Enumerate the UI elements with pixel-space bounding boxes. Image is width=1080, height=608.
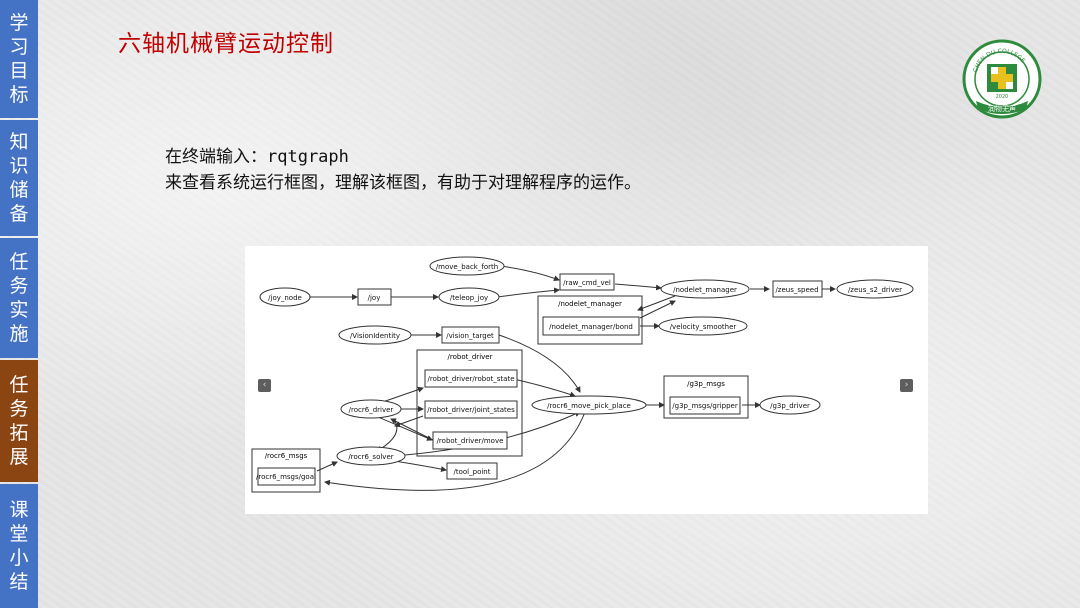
logo-year: 2020	[996, 94, 1009, 100]
logo-ribbon-text: 润物无声	[988, 104, 1016, 113]
node-rocr6-goal: /rocr6_msgs/goal	[256, 473, 316, 481]
node-move-back-forth: /move_back_forth	[436, 263, 498, 271]
group-g3p-msgs	[663, 375, 749, 419]
next-image-button[interactable]: ›	[900, 379, 913, 392]
instruction-line-2: 来查看系统运行框图，理解该框图，有助于对理解程序的运作。	[165, 173, 641, 193]
node-g3p-gripper: /g3p_msgs/gripper	[672, 402, 738, 410]
node-visionidentity: /VisionIdentity	[350, 332, 400, 340]
node-joint-states: /robot_driver/joint_states	[427, 406, 515, 414]
label-robot-driver-group: /robot_driver	[448, 353, 493, 361]
node-zeus-s2-driver: /zeus_s2_driver	[848, 286, 902, 294]
sidebar-item-knowledge[interactable]: 知识储备	[0, 120, 38, 236]
node-velocity-smoother: /velocity_smoother	[670, 323, 737, 331]
rqt-graph-figure: /nodelet_manager /robot_driver /g3p_msgs…	[245, 246, 928, 514]
sidebar-item-label: 知识储备	[9, 131, 29, 225]
sidebar-item-label: 任务实施	[9, 251, 29, 345]
node-robot-state: /robot_driver/robot_state	[428, 375, 515, 383]
label-nodelet-manager-group: /nodelet_manager	[558, 300, 622, 308]
node-vision-target: /vision_target	[446, 332, 494, 340]
sidebar-item-task-implementation[interactable]: 任务实施	[0, 238, 38, 358]
chevron-left-icon: ‹	[262, 380, 267, 390]
node-tool-point: /tool_point	[454, 468, 491, 476]
sidebar-item-label: 任务拓展	[9, 374, 29, 468]
sidebar-item-label: 课堂小结	[9, 499, 29, 593]
node-joy-node: /joy_node	[268, 294, 302, 302]
group-robot-driver	[416, 349, 523, 457]
node-zeus-speed: /zeus_speed	[775, 286, 818, 294]
sidebar-item-label: 学习目标	[9, 12, 29, 106]
node-rocr6-move-pick-place: /rocr6_move_pick_place	[547, 402, 631, 410]
instruction-text: 在终端输入：rqtgraph 来查看系统运行框图，理解该框图，有助于对理解程序的…	[165, 144, 641, 196]
node-joy: /joy	[368, 294, 381, 302]
college-logo: CHEN DU COLLEGE 2020 润物无声	[962, 39, 1042, 119]
sidebar-item-task-extension[interactable]: 任务拓展	[0, 360, 38, 482]
label-rocr6-msgs-group: /rocr6_msgs	[265, 452, 308, 460]
node-rocr6-solver: /rocr6_solver	[348, 453, 393, 461]
node-nodelet-manager: /nodelet_manager	[673, 286, 737, 294]
node-g3p-driver: /g3p_driver	[770, 402, 810, 410]
node-raw-cmd-vel: /raw_cmd_vel	[563, 279, 611, 287]
sidebar-item-summary[interactable]: 课堂小结	[0, 484, 38, 608]
node-nodelet-manager-bond: /nodelet_manager/bond	[549, 323, 633, 331]
group-nodelet-manager	[537, 295, 643, 345]
group-rocr6-msgs	[251, 448, 321, 493]
instruction-line-1: 在终端输入：rqtgraph	[165, 147, 349, 167]
label-g3p-msgs-group: /g3p_msgs	[687, 380, 725, 388]
sidebar-nav: 学习目标 知识储备 任务实施 任务拓展 课堂小结	[0, 0, 38, 608]
sidebar-item-learning-goals[interactable]: 学习目标	[0, 0, 38, 118]
node-robot-move: /robot_driver/move	[437, 437, 504, 445]
node-rocr6-driver: /rocr6_driver	[349, 406, 394, 414]
node-teleop-joy: /teleop_joy	[450, 294, 488, 302]
page-title: 六轴机械臂运动控制	[118, 31, 334, 57]
chevron-right-icon: ›	[904, 380, 909, 390]
prev-image-button[interactable]: ‹	[258, 379, 271, 392]
